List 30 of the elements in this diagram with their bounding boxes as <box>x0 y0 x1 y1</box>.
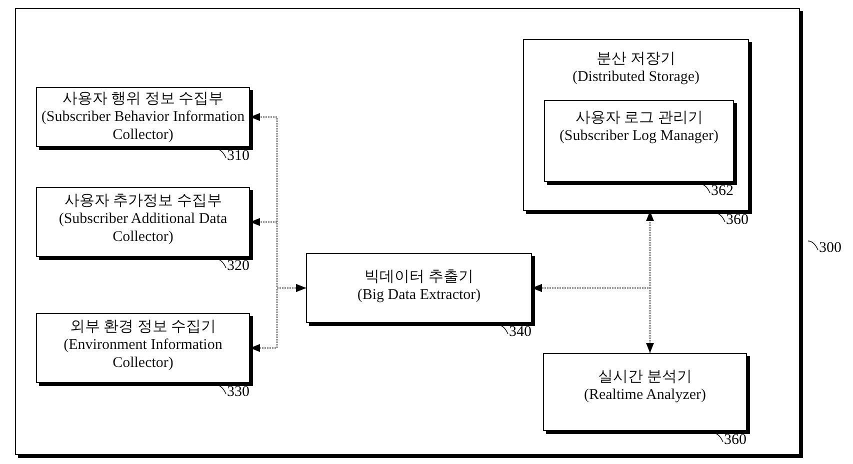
english-label: (Environment Information Collector) <box>62 336 224 372</box>
korean-label: 사용자 행위 정보 수집부 <box>62 90 224 108</box>
reference-numeral: 300 <box>819 240 842 256</box>
korean-label: 빅데이터 추출기 <box>364 268 474 286</box>
korean-label: 사용자 추가정보 수집부 <box>64 192 222 210</box>
korean-label: 분산 저장기 <box>596 50 676 68</box>
component-box <box>544 100 734 182</box>
english-label: (Subscriber Log Manager) <box>559 127 719 145</box>
component-box <box>523 39 749 211</box>
english-label: (Distributed Storage) <box>572 68 700 86</box>
system-boundary-box <box>15 8 800 455</box>
component-box <box>36 313 250 383</box>
component-box <box>36 187 250 257</box>
reference-numeral: 320 <box>227 258 250 274</box>
english-label: (Subscriber Additional Data Collector) <box>58 210 228 246</box>
korean-label: 사용자 로그 관리기 <box>575 109 703 127</box>
reference-numeral: 330 <box>227 384 250 400</box>
english-label: (Realtime Analyzer) <box>584 386 706 404</box>
korean-label: 외부 환경 정보 수집기 <box>70 318 216 336</box>
reference-numeral: 360 <box>724 432 746 448</box>
component-box <box>543 353 747 431</box>
english-label: (Big Data Extractor) <box>357 286 481 304</box>
reference-numeral: 310 <box>227 148 250 164</box>
reference-numeral: 340 <box>509 324 532 340</box>
reference-numeral: 362 <box>711 183 734 199</box>
english-label: (Subscriber Behavior Information Collector) <box>40 108 246 144</box>
korean-label: 실시간 분석기 <box>598 368 692 386</box>
component-box <box>306 253 532 323</box>
reference-numeral: 360 <box>726 212 748 228</box>
component-box <box>36 87 250 147</box>
